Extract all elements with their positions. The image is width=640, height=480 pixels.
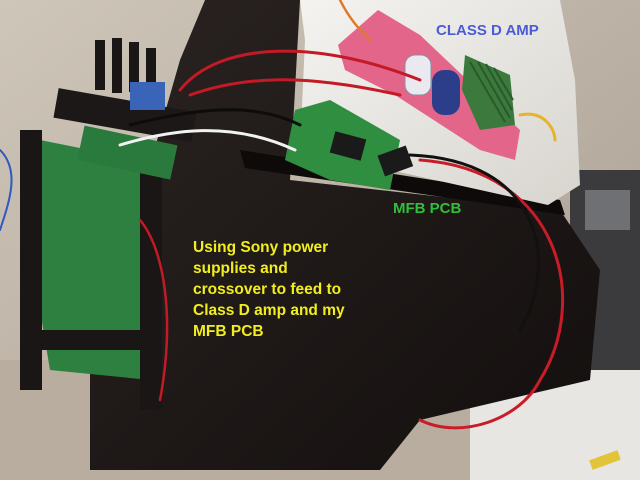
sony-frame-bottom bbox=[25, 330, 160, 350]
background-equipment-screen bbox=[585, 190, 630, 230]
class-d-amp-label: CLASS D AMP bbox=[436, 22, 539, 39]
wire-red-left bbox=[138, 218, 169, 402]
wires bbox=[0, 0, 565, 430]
amp-heatsink-fins bbox=[469, 61, 514, 123]
note-line: Using Sony power bbox=[193, 239, 329, 256]
wire-red-2 bbox=[188, 78, 402, 97]
note-line: MFB PCB bbox=[193, 323, 264, 340]
sony-frame-top bbox=[53, 88, 197, 142]
wire-black-long bbox=[408, 153, 540, 332]
sony-frame-left-post bbox=[20, 130, 42, 390]
sony-power-board bbox=[30, 140, 160, 380]
mfb-connector bbox=[377, 145, 414, 177]
blue-connector bbox=[130, 82, 165, 110]
note-line: Class D amp and my bbox=[193, 302, 345, 319]
note-line: crossover to feed to bbox=[193, 281, 342, 298]
yellow-clip bbox=[589, 450, 621, 470]
sony-frame-right-post bbox=[140, 150, 162, 410]
amp-capacitor-2 bbox=[432, 70, 460, 115]
note-line: supplies and bbox=[193, 260, 288, 277]
wire-black-2 bbox=[128, 108, 302, 127]
mfb-pcb-label: MFB PCB bbox=[393, 200, 462, 217]
wire-orange-top bbox=[338, 0, 372, 42]
speaker-enclosure bbox=[90, 0, 600, 470]
wire-yellow bbox=[518, 112, 557, 142]
sony-heatsink-fins bbox=[95, 38, 156, 93]
wire-blue-left bbox=[0, 149, 13, 231]
wire-red-1 bbox=[178, 49, 422, 92]
mfb-chip bbox=[329, 131, 367, 161]
wire-white bbox=[118, 129, 297, 152]
sony-crossover-board bbox=[77, 125, 178, 180]
note-label: Using Sony power supplies and crossover … bbox=[193, 237, 345, 342]
